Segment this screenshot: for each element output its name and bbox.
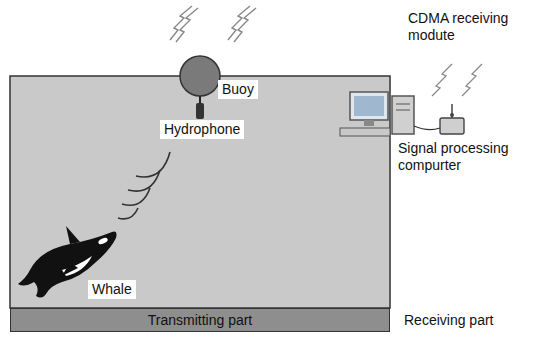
part-label: Buoy xyxy=(218,80,258,99)
sea-region xyxy=(10,76,390,308)
transmitting-band: Transmitting part xyxy=(10,308,390,332)
cdma-receiving-module xyxy=(432,64,482,134)
part-label: Whale xyxy=(88,280,136,299)
hydrophone-cable xyxy=(199,96,201,104)
part-label: CDMA receiving modute xyxy=(408,10,530,44)
part-label: Signal processing compurter xyxy=(398,140,530,174)
part-label: Receiving part xyxy=(404,312,494,329)
hydrophone xyxy=(196,103,204,119)
buoy xyxy=(180,56,220,96)
signal-processing-computer xyxy=(340,92,440,136)
part-label: Hydrophone xyxy=(160,120,244,139)
sound-waves xyxy=(118,152,170,219)
band-text: Transmitting part xyxy=(148,312,253,328)
radio-signal xyxy=(170,6,256,42)
